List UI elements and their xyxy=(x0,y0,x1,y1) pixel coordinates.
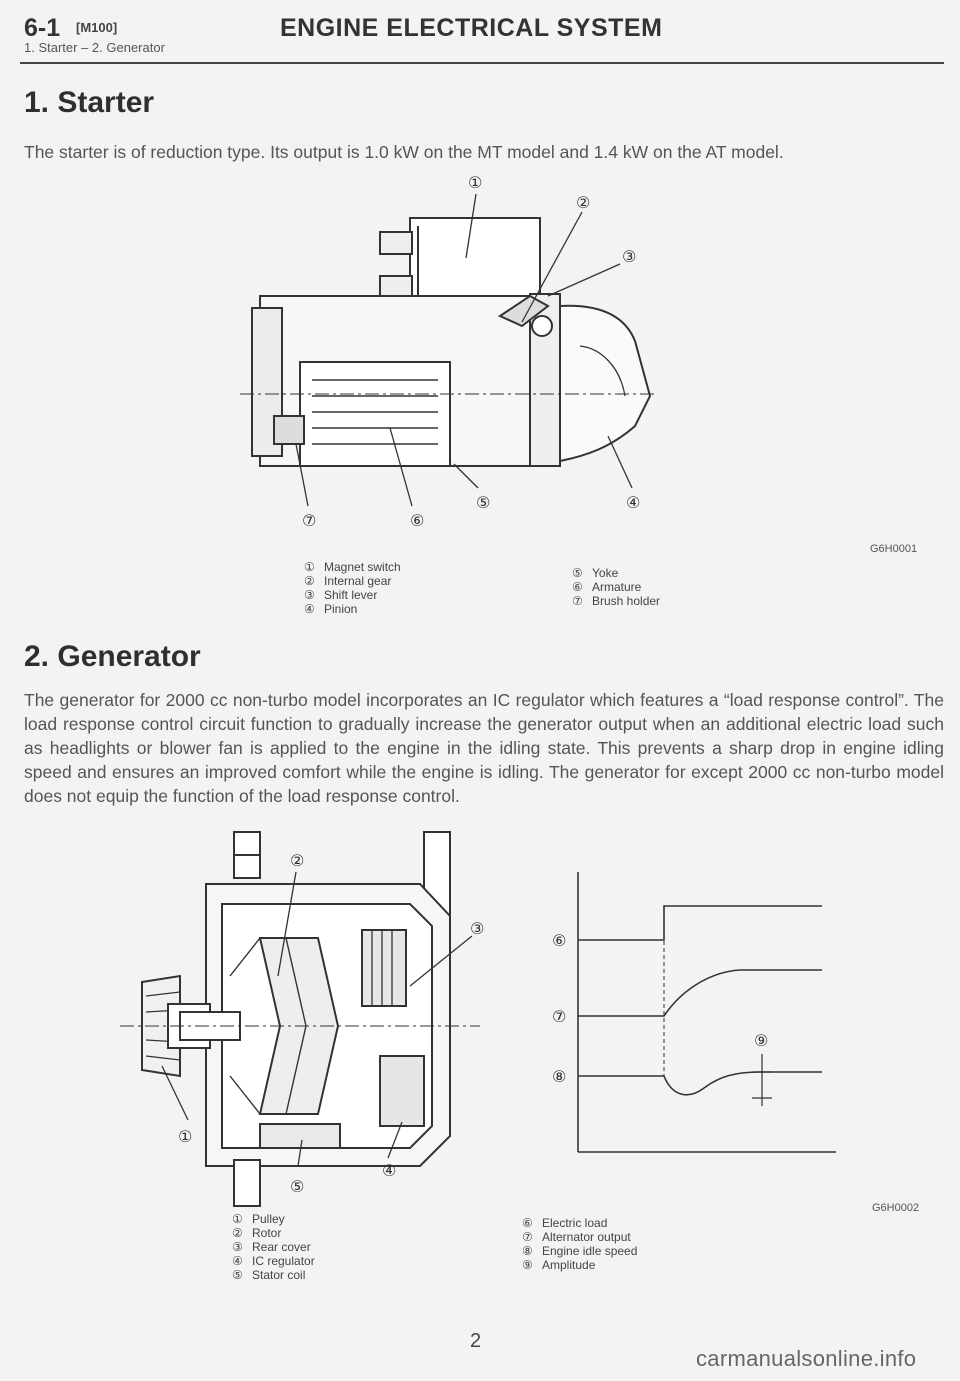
section-code: [M100] xyxy=(76,20,118,35)
callout-4: ④ xyxy=(626,493,640,512)
section-number: 6-1 xyxy=(24,14,61,42)
graph-callout-8: ⑧ xyxy=(552,1067,566,1086)
callout-6: ⑥ xyxy=(410,511,424,530)
starter-diagram: ① ② ③ ④ ⑤ ⑥ ⑦ xyxy=(230,166,660,536)
page-number: 2 xyxy=(470,1330,482,1352)
callout-5: ⑤ xyxy=(476,493,490,512)
gen-callout-5: ⑤ xyxy=(290,1177,304,1196)
generator-figure-code: G6H0002 xyxy=(872,1202,920,1214)
gen-callout-1: ① xyxy=(178,1127,192,1146)
gen-callout-3: ③ xyxy=(470,919,484,938)
load-response-graph: ⑥ ⑦ ⑧ ⑨ xyxy=(540,866,840,1166)
callout-7: ⑦ xyxy=(302,511,316,530)
header-divider xyxy=(20,62,944,64)
gen-callout-4: ④ xyxy=(382,1161,396,1180)
starter-description: The starter is of reduction type. Its ou… xyxy=(24,142,784,162)
callout-3: ③ xyxy=(622,247,636,266)
graph-callout-6: ⑥ xyxy=(552,931,566,950)
starter-figure-code: G6H0001 xyxy=(870,543,918,555)
gen-callout-2: ② xyxy=(290,851,304,870)
generator-heading: 2. Generator xyxy=(24,640,201,673)
alternator-output-trace xyxy=(578,969,822,1017)
generator-diagram: ① ② ③ ④ ⑤ xyxy=(110,826,490,1216)
electric-load-trace xyxy=(578,905,822,941)
section-subtitle: 1. Starter – 2. Generator xyxy=(24,40,165,55)
callout-1: ① xyxy=(468,173,482,192)
starter-heading: 1. Starter xyxy=(24,86,155,119)
engine-idle-speed-trace xyxy=(578,1071,822,1096)
generator-description: The generator for 2000 cc non-turbo mode… xyxy=(24,690,944,806)
callout-2: ② xyxy=(576,193,590,212)
graph-callout-7: ⑦ xyxy=(552,1007,566,1026)
graph-callout-9: ⑨ xyxy=(754,1031,768,1050)
watermark: carmanualsonline.info xyxy=(696,1346,917,1371)
page-title: ENGINE ELECTRICAL SYSTEM xyxy=(280,14,663,42)
